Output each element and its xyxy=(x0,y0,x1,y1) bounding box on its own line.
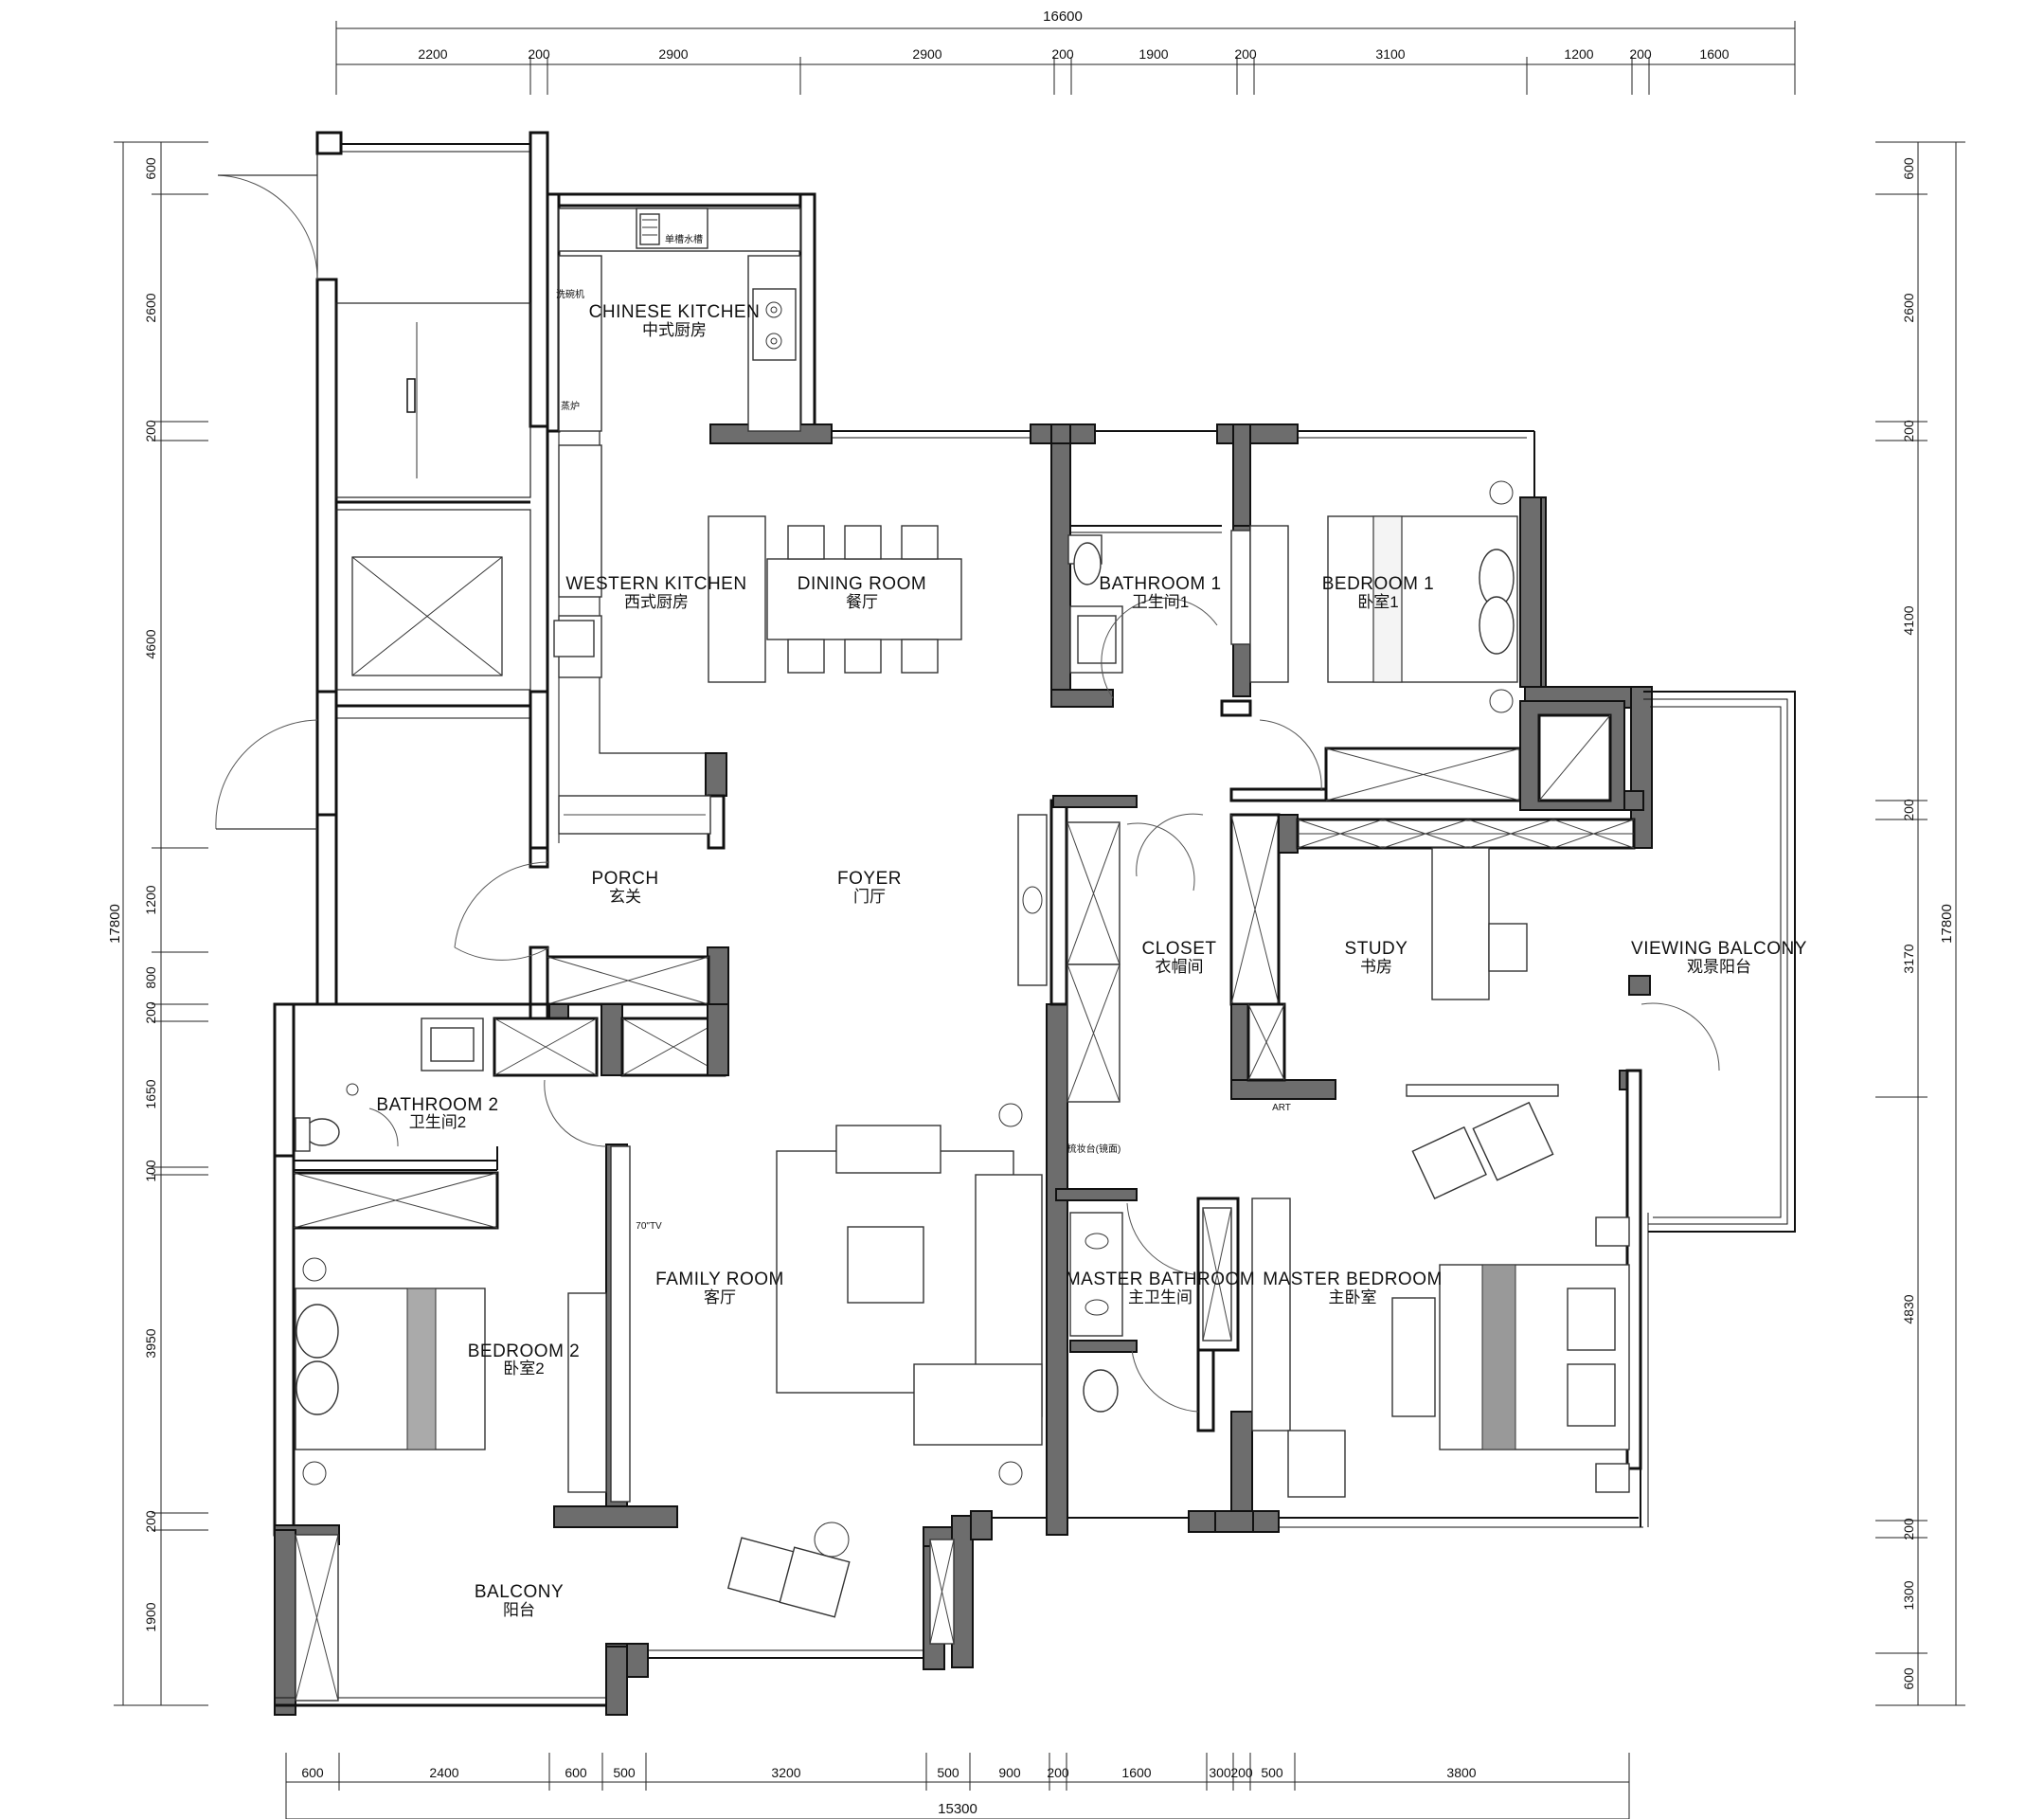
right-dim-1: 600 xyxy=(1901,157,1916,180)
left-dim-9: 100 xyxy=(143,1160,158,1182)
bedroom-1-label-cn: 卧室1 xyxy=(1357,593,1398,611)
master-bedroom-label: MASTER BEDROOM xyxy=(1263,1270,1443,1289)
top-dim-3: 2900 xyxy=(658,46,688,62)
walls xyxy=(215,131,1796,1716)
top-dim-1: 2200 xyxy=(418,46,447,62)
bathroom-1-label-cn: 卫生间1 xyxy=(1132,593,1189,611)
dishwasher-note: 洗碗机 xyxy=(556,288,584,300)
room-labels: CHINESE KITCHEN 中式厨房 WESTERN KITCHEN 西式厨… xyxy=(376,302,1807,1619)
bottom-dim-11: 200 xyxy=(1230,1765,1253,1780)
bottom-dim-9: 1600 xyxy=(1121,1765,1151,1780)
right-dim-7: 4830 xyxy=(1901,1294,1916,1324)
closet-label: CLOSET xyxy=(1141,939,1216,959)
left-dim-12: 1900 xyxy=(143,1602,158,1631)
bathroom-2-label: BATHROOM 2 xyxy=(376,1095,498,1115)
family-room-label-cn: 客厅 xyxy=(704,1288,736,1306)
master-bathroom-label: MASTER BATHROOM xyxy=(1066,1270,1255,1289)
right-dim-4: 4100 xyxy=(1901,605,1916,635)
dimension-lines xyxy=(114,21,1965,1819)
sink-note: 单槽水槽 xyxy=(665,233,703,245)
viewing-balcony-label: VIEWING BALCONY xyxy=(1631,939,1807,959)
top-dim-8: 3100 xyxy=(1375,46,1405,62)
family-room-label: FAMILY ROOM xyxy=(655,1270,784,1289)
top-dim-11: 1600 xyxy=(1699,46,1729,62)
left-dim-11: 200 xyxy=(143,1510,158,1533)
top-dim-6: 1900 xyxy=(1139,46,1168,62)
balcony-label-cn: 阳台 xyxy=(503,1601,535,1619)
western-kitchen-label: WESTERN KITCHEN xyxy=(565,574,746,594)
master-bedroom-label-cn: 主卧室 xyxy=(1329,1288,1377,1306)
bottom-dim-1: 600 xyxy=(301,1765,324,1780)
left-dim-4: 4600 xyxy=(143,629,158,658)
right-dim-9: 1300 xyxy=(1901,1580,1916,1610)
bottom-dim-3: 600 xyxy=(565,1765,587,1780)
left-total-dim: 17800 xyxy=(107,904,123,944)
chinese-kitchen-label: CHINESE KITCHEN xyxy=(589,302,761,322)
top-dim-10: 200 xyxy=(1629,46,1652,62)
dimension-text: 16600 2200 200 2900 2900 200 1900 200 31… xyxy=(107,9,1955,1817)
right-dim-10: 600 xyxy=(1901,1667,1916,1690)
vanity-note: 梳妆台(镜面) xyxy=(1067,1143,1121,1155)
bottom-dim-10: 300 xyxy=(1209,1765,1231,1780)
closet-label-cn: 衣帽间 xyxy=(1156,958,1204,976)
dining-room-label-cn: 餐厅 xyxy=(846,593,878,611)
master-bathroom-label-cn: 主卫生间 xyxy=(1128,1288,1192,1306)
right-dim-5: 200 xyxy=(1901,799,1916,821)
left-dim-1: 600 xyxy=(143,157,158,180)
bottom-dim-5: 3200 xyxy=(771,1765,800,1780)
bottom-dim-12: 500 xyxy=(1261,1765,1283,1780)
left-dim-7: 200 xyxy=(143,1001,158,1024)
left-dim-2: 2600 xyxy=(143,293,158,322)
western-kitchen-label-cn: 西式厨房 xyxy=(624,593,689,611)
bottom-dim-2: 2400 xyxy=(429,1765,458,1780)
door-swings xyxy=(368,597,1720,1413)
top-dim-7: 200 xyxy=(1234,46,1257,62)
right-dim-8: 200 xyxy=(1901,1518,1916,1540)
bottom-dim-4: 500 xyxy=(613,1765,636,1780)
bedroom-2-label: BEDROOM 2 xyxy=(468,1342,581,1361)
top-dim-2: 200 xyxy=(528,46,550,62)
top-dim-5: 200 xyxy=(1051,46,1074,62)
bottom-dim-8: 200 xyxy=(1047,1765,1069,1780)
bottom-dim-13: 3800 xyxy=(1446,1765,1476,1780)
left-dim-6: 800 xyxy=(143,966,158,989)
dining-room-label: DINING ROOM xyxy=(798,574,926,594)
study-label-cn: 书房 xyxy=(1360,958,1392,976)
left-dim-10: 3950 xyxy=(143,1328,158,1358)
balcony-cabinets xyxy=(295,1534,955,1702)
fixtures: 单槽水槽 洗碗机 蒸炉 梳妆台(镜面) xyxy=(295,207,1630,1618)
top-dim-9: 1200 xyxy=(1564,46,1593,62)
foyer-label-cn: 门厅 xyxy=(853,888,886,906)
top-dim-4: 2900 xyxy=(912,46,941,62)
left-dim-5: 1200 xyxy=(143,885,158,914)
bathroom-1-label: BATHROOM 1 xyxy=(1099,574,1221,594)
left-dim-3: 200 xyxy=(143,420,158,442)
porch-label: PORCH xyxy=(591,869,658,889)
bedroom-2-label-cn: 卧室2 xyxy=(503,1360,544,1378)
top-total-dim: 16600 xyxy=(1043,9,1083,25)
viewing-balcony-label-cn: 观景阳台 xyxy=(1687,958,1751,976)
right-dim-3: 200 xyxy=(1901,420,1916,442)
right-dim-6: 3170 xyxy=(1901,944,1916,973)
bottom-dim-7: 900 xyxy=(998,1765,1021,1780)
foyer-label: FOYER xyxy=(837,869,902,889)
left-dim-8: 1650 xyxy=(143,1079,158,1108)
study-label: STUDY xyxy=(1345,939,1408,959)
tv-note: 70"TV xyxy=(636,1221,662,1232)
right-total-dim: 17800 xyxy=(1939,904,1955,944)
chinese-kitchen-label-cn: 中式厨房 xyxy=(642,321,707,339)
balcony-label: BALCONY xyxy=(475,1582,564,1602)
oven-note: 蒸炉 xyxy=(561,401,580,412)
bottom-dim-6: 500 xyxy=(937,1765,959,1780)
bottom-total-dim: 15300 xyxy=(938,1801,977,1817)
art-note: ART xyxy=(1272,1103,1291,1113)
bathroom-2-label-cn: 卫生间2 xyxy=(409,1113,466,1131)
right-dim-2: 2600 xyxy=(1901,293,1916,322)
porch-label-cn: 玄关 xyxy=(609,888,641,906)
bedroom-1-label: BEDROOM 1 xyxy=(1322,574,1435,594)
